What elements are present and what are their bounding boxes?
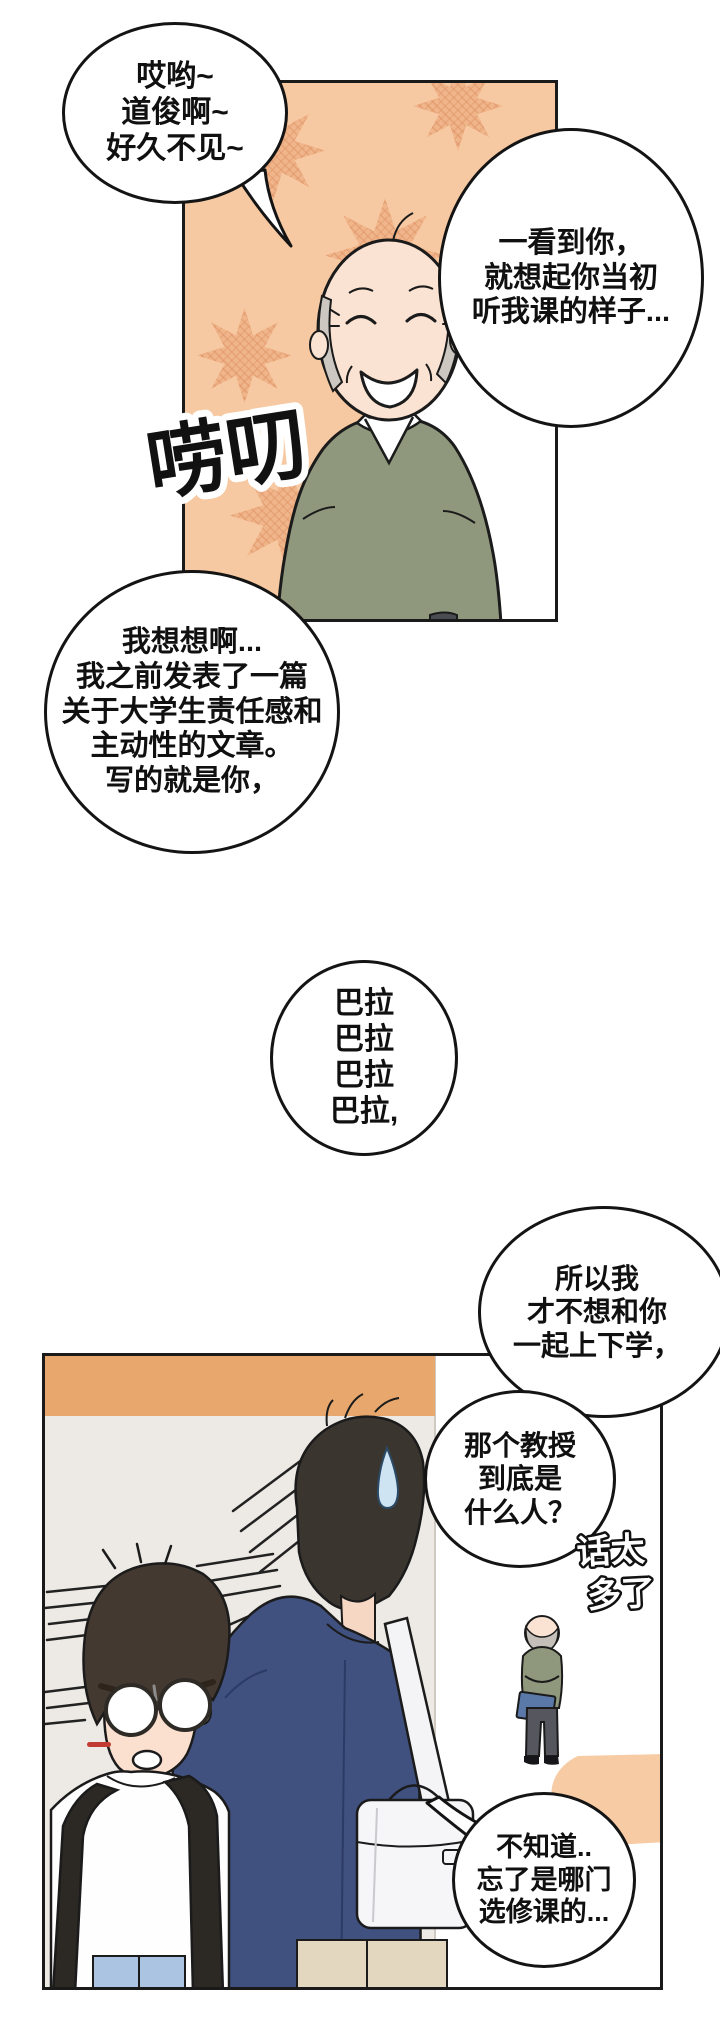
sfx-nagging: 唠叨 [134, 391, 320, 518]
wall-band [45, 1356, 435, 1416]
bubble-line: 写的就是你， [104, 765, 279, 798]
bubble-line: 哎哟~ [136, 60, 214, 93]
bubble-line: 到底是 [477, 1463, 562, 1495]
speech-bubble-reminisce: 一看到你， 就想起你当初 听我课的样子... [438, 128, 704, 428]
sweat-drop [376, 1445, 400, 1510]
bubble-line: 关于大学生责任感和 [61, 695, 323, 728]
bubble-line: 选修课的... [478, 1897, 610, 1928]
speech-bubble-bala: 巴拉 巴拉 巴拉 巴拉, [270, 960, 458, 1156]
bubble-line: 听我课的样子... [471, 296, 671, 329]
bubble-line: 好久不见~ [106, 132, 244, 165]
bubble-line: 我想想啊... [121, 626, 263, 658]
svg-text:多了: 多了 [586, 1574, 656, 1616]
burst-shape [197, 308, 292, 403]
khaki-trousers [296, 1939, 448, 1987]
bubble-line: 一看到你， [498, 226, 644, 259]
professor-walking-figure [515, 1615, 564, 1765]
bubble-line: 主动性的文章。 [90, 730, 294, 763]
speech-bubble-professor: 那个教授 到底是 什么人？ [424, 1390, 616, 1568]
speech-bubble-article: 我想想啊... 我之前发表了一篇 关于大学生责任感和 主动性的文章。 写的就是你… [44, 570, 340, 854]
glasses-lens [158, 1678, 212, 1732]
bubble-line: 那个教授 [463, 1429, 576, 1461]
bubble-line: 就想起你当初 [483, 261, 658, 294]
sfx-talkative: 话太 多了 [573, 1528, 658, 1618]
blue-jacket-student-figure [167, 1393, 475, 1987]
bubble-line: 什么人？ [463, 1496, 576, 1528]
svg-text:话太: 话太 [576, 1530, 646, 1572]
bubble-line: 所以我 [554, 1262, 639, 1294]
glasses-student-figure [49, 1542, 231, 1987]
bubble-line: 一起上下学， [512, 1329, 681, 1361]
backpack-strap [52, 1782, 121, 1987]
backpack-strap [162, 1774, 225, 1987]
bubble-line: 才不想和你 [526, 1296, 667, 1328]
bubble-line: 巴拉, [329, 1095, 399, 1128]
bubble-line: 道俊啊~ [121, 96, 229, 129]
bubble-line: 巴拉 [334, 1059, 394, 1092]
svg-text:唠叨: 唠叨 [141, 398, 313, 511]
glasses-lens [104, 1683, 158, 1737]
speech-bubble-unknown: 不知道.. 忘了是哪门 选修课的... [452, 1792, 636, 1968]
bubble-line: 巴拉 [334, 1023, 394, 1056]
bubble-tail [233, 168, 293, 248]
bubble-line: 不知道.. [495, 1832, 592, 1863]
speech-bubble-commute: 所以我 才不想和你 一起上下学， [478, 1206, 720, 1418]
bubble-line: 忘了是哪门 [476, 1864, 612, 1895]
bubble-line: 我之前发表了一篇 [75, 660, 308, 693]
red-mark [87, 1742, 111, 1747]
speech-bubble-greeting: 哎哟~ 道俊啊~ 好久不见~ [62, 22, 288, 204]
bubble-line: 巴拉 [334, 987, 394, 1020]
